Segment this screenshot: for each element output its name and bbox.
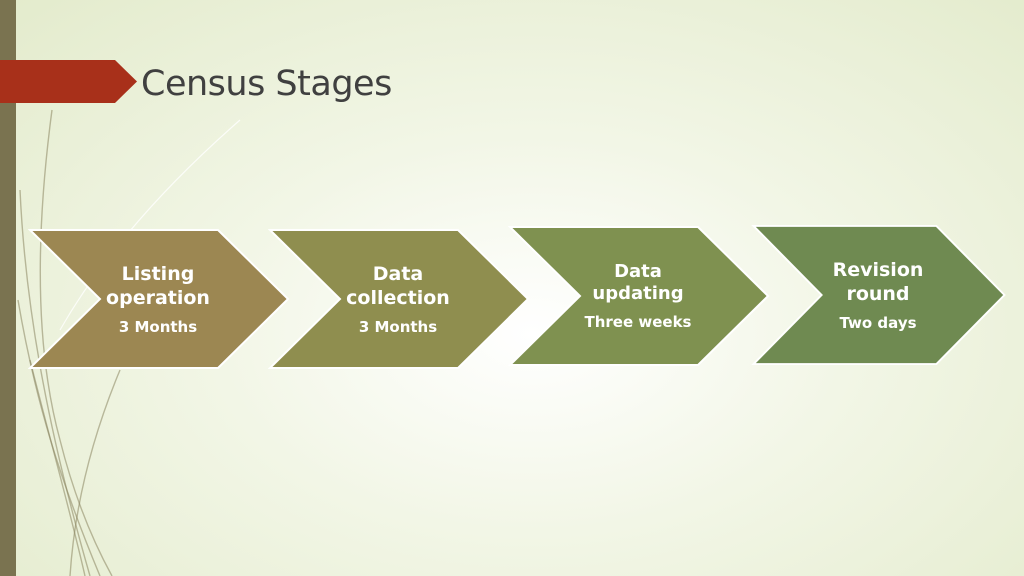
chevron-shape: [751, 224, 1006, 366]
chevron-shape: [28, 229, 290, 369]
step-duration: 3 Months: [118, 318, 198, 336]
step-duration: Two days: [839, 314, 917, 332]
title-accent-flag: [0, 60, 137, 103]
left-accent-bar: [0, 0, 16, 576]
step-duration: 3 Months: [358, 318, 438, 336]
chevron-shape: [508, 226, 770, 366]
page-title: Census Stages: [141, 64, 392, 104]
chevron-shape: [268, 229, 530, 369]
step-duration: Three weeks: [584, 313, 692, 331]
